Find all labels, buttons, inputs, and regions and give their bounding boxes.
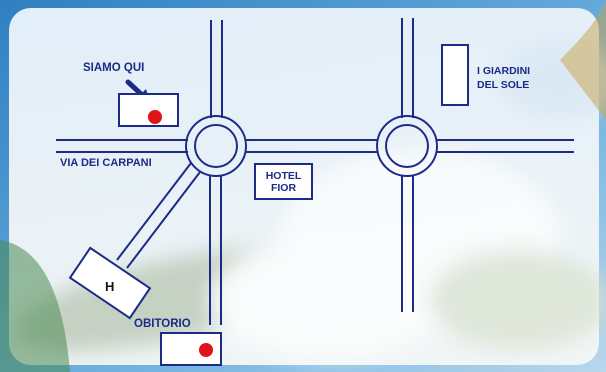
giardini-label-line2: DEL SOLE [477, 79, 530, 91]
road-vertical-right [401, 18, 414, 312]
giardini-del-sole-building [441, 44, 469, 106]
roundabout-left [185, 115, 247, 177]
siamo-qui-label: SIAMO QUI [83, 62, 145, 74]
road-diagonal-hospital [116, 162, 201, 269]
obitorio-building [160, 332, 222, 366]
hotel-fior-building: HOTEL FIOR [254, 163, 313, 200]
location-marker-siamo-qui [148, 110, 162, 124]
roundabout-right [376, 115, 438, 177]
street-label-via-dei-carpani: VIA DEI CARPANI [60, 157, 152, 169]
giardini-label-line1: I GIARDINI [477, 65, 531, 77]
hotel-fior-label-line2: FIOR [270, 182, 297, 194]
road-via-dei-carpani [56, 139, 574, 153]
hospital-building [68, 246, 152, 320]
hospital-label: H [105, 279, 115, 294]
hotel-fior-label-line1: HOTEL [265, 170, 302, 182]
location-marker-obitorio [199, 343, 213, 357]
siamo-qui-building [118, 93, 179, 127]
road-vertical-left [209, 20, 223, 325]
obitorio-label: OBITORIO [134, 318, 191, 330]
